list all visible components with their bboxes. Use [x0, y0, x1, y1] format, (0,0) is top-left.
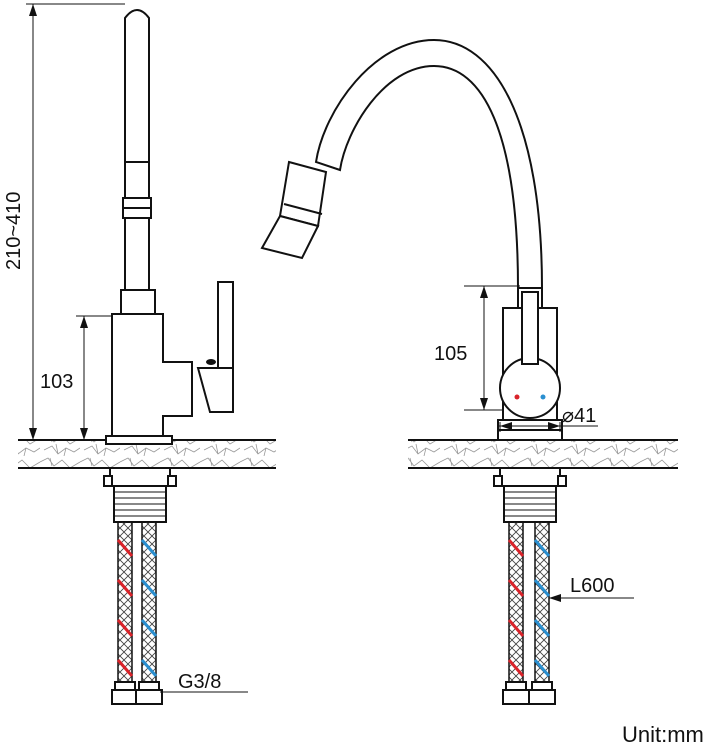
thread-shank-front — [503, 485, 557, 523]
hose-length-callout: L600 — [549, 575, 634, 602]
spray-head — [260, 160, 328, 260]
neck-side — [120, 289, 156, 315]
diameter-label: ⌀41 — [562, 405, 596, 427]
handle-height-label: 105 — [434, 343, 467, 365]
thread-label: G3/8 — [178, 671, 221, 693]
unit-label: Unit:mm — [622, 722, 704, 746]
hot-hose-front — [507, 521, 525, 683]
cold-hose-front — [533, 521, 551, 683]
spout-side — [124, 9, 150, 291]
handle-disc — [499, 357, 561, 419]
dimension-handle-height: 105 — [434, 285, 520, 411]
front-view: 105 ⌀41 L600 — [260, 38, 678, 705]
dimension-body-height: 103 — [40, 315, 112, 440]
hot-indicator — [514, 394, 520, 400]
dimension-diameter: ⌀41 — [498, 405, 598, 432]
countertop-right — [408, 439, 678, 469]
lever-handle-side — [217, 281, 234, 369]
lever-front — [521, 291, 539, 365]
faucet-body-side — [111, 313, 193, 437]
thread-callout: G3/8 — [160, 671, 248, 693]
thread-shank-side — [113, 485, 167, 523]
spout-arc — [314, 38, 544, 289]
total-height-label: 210~410 — [3, 192, 25, 270]
dimension-total-height: 210~410 — [3, 3, 125, 440]
side-view: 210~410 103 G3/8 — [3, 3, 276, 705]
hot-hose-side — [116, 521, 134, 683]
lever-side — [196, 367, 234, 413]
hose-fittings-side — [111, 681, 163, 705]
mount-nut-side — [109, 467, 171, 487]
hose-length-label: L600 — [570, 575, 615, 597]
cold-indicator — [540, 394, 546, 400]
base-ring-side — [105, 435, 173, 445]
spout-rings — [122, 161, 152, 219]
mount-nut-front — [499, 467, 561, 487]
hose-fittings-front — [502, 681, 556, 705]
cold-hose-side — [140, 521, 158, 683]
body-height-label: 103 — [40, 371, 73, 393]
